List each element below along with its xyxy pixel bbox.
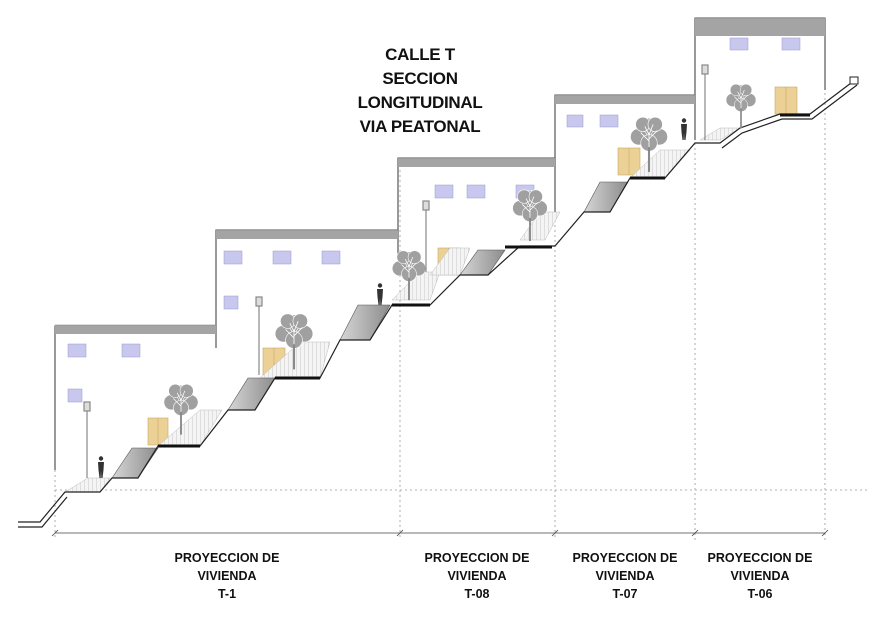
lamp-posts <box>83 64 709 478</box>
svg-text:T-1: T-1 <box>218 587 236 601</box>
window <box>272 250 292 265</box>
window <box>67 343 87 358</box>
ramp <box>111 447 159 479</box>
ramp <box>583 181 629 213</box>
svg-text:PROYECCION DE: PROYECCION DE <box>425 551 530 565</box>
svg-text:T-08: T-08 <box>464 587 489 601</box>
title-line-1: CALLE T <box>385 45 456 64</box>
window <box>566 114 584 128</box>
roof-slab <box>55 325 216 334</box>
window <box>223 250 243 265</box>
section-labels: PROYECCION DE VIVIENDA T-1 PROYECCION DE… <box>175 551 813 601</box>
svg-text:VIVIENDA: VIVIENDA <box>447 569 506 583</box>
title-line-2: SECCION <box>382 69 457 88</box>
svg-text:T-06: T-06 <box>747 587 772 601</box>
roof-slab <box>398 158 555 167</box>
title-line-3: LONGITUDINAL <box>358 93 483 112</box>
svg-text:VIVIENDA: VIVIENDA <box>595 569 654 583</box>
person <box>377 283 383 305</box>
section-label-t06: PROYECCION DE VIVIENDA T-06 <box>708 551 813 601</box>
title-line-4: VIA PEATONAL <box>360 117 481 136</box>
section-label-t1: PROYECCION DE VIVIENDA T-1 <box>175 551 280 601</box>
dimension-line <box>51 529 829 537</box>
window <box>223 295 239 310</box>
svg-text:T-07: T-07 <box>612 587 637 601</box>
svg-text:VIVIENDA: VIVIENDA <box>197 569 256 583</box>
svg-text:PROYECCION DE: PROYECCION DE <box>573 551 678 565</box>
window <box>67 388 83 403</box>
section-label-t07: PROYECCION DE VIVIENDA T-07 <box>573 551 678 601</box>
walkway-emphasis <box>158 113 810 448</box>
svg-text:PROYECCION DE: PROYECCION DE <box>708 551 813 565</box>
window <box>434 184 454 199</box>
stair-landings <box>64 127 741 493</box>
svg-text:PROYECCION DE: PROYECCION DE <box>175 551 280 565</box>
section-label-t08: PROYECCION DE VIVIENDA T-08 <box>425 551 530 601</box>
ramp <box>227 377 276 411</box>
roof-slab <box>555 95 695 104</box>
roof-slabs <box>55 17 825 334</box>
window <box>729 37 749 51</box>
diagram-title: CALLE T SECCION LONGITUDINAL VIA PEATONA… <box>358 45 483 136</box>
person <box>98 456 104 478</box>
tree <box>725 83 757 129</box>
window <box>781 37 801 51</box>
svg-text:VIVIENDA: VIVIENDA <box>730 569 789 583</box>
window <box>466 184 486 199</box>
window <box>121 343 141 358</box>
roof-slab <box>216 230 398 239</box>
person <box>681 118 687 140</box>
window <box>321 250 341 265</box>
window <box>599 114 619 128</box>
end-marker <box>849 76 859 85</box>
roof-slab <box>695 18 825 36</box>
ramp <box>339 304 391 341</box>
windows <box>67 37 801 403</box>
